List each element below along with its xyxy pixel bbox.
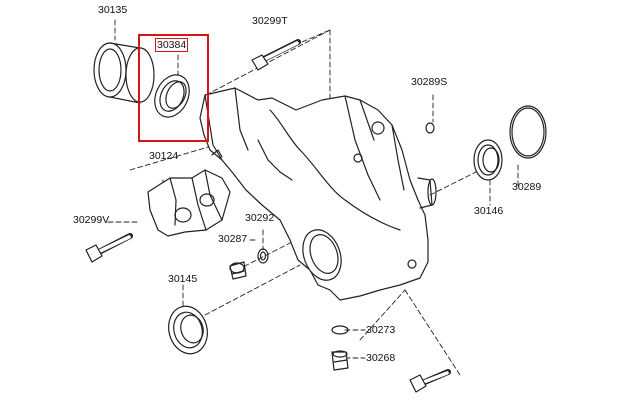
label-30289S: 30289S: [411, 76, 448, 88]
part-30384-seal: [154, 74, 190, 118]
label-30299V: 30299V: [73, 214, 110, 226]
label-30299T: 30299T: [252, 15, 288, 27]
label-30268: 30268: [366, 352, 396, 364]
part-30287-plug: [229, 261, 247, 280]
part-30292-washer: [257, 248, 269, 264]
part-30299T-bolt: [251, 39, 301, 71]
highlight-box-30384: [138, 34, 209, 142]
label-30145: 30145: [168, 273, 198, 285]
label-30384: 30384: [155, 38, 189, 52]
part-30299V-bolt: [85, 233, 133, 263]
part-30268-plug: [331, 350, 349, 371]
part-30289S-oring: [425, 122, 435, 134]
label-30273: 30273: [366, 324, 396, 336]
part-30146-seal: [473, 139, 503, 181]
label-30146: 30146: [474, 205, 504, 217]
label-30289: 30289: [512, 181, 542, 193]
part-30135-sleeve: [93, 42, 155, 104]
part-30145-seal: [168, 305, 208, 355]
label-30287: 30287: [218, 233, 248, 245]
part-30273-gasket: [331, 325, 349, 335]
part-30124-bracket: [147, 149, 231, 237]
part-housing: [199, 87, 437, 301]
leader-lines: [107, 19, 519, 376]
part-30289-oring: [509, 105, 547, 159]
label-30292: 30292: [245, 212, 275, 224]
part-bottom-bolt: [409, 369, 451, 393]
label-30124: 30124: [149, 150, 179, 162]
label-30135: 30135: [98, 4, 128, 16]
